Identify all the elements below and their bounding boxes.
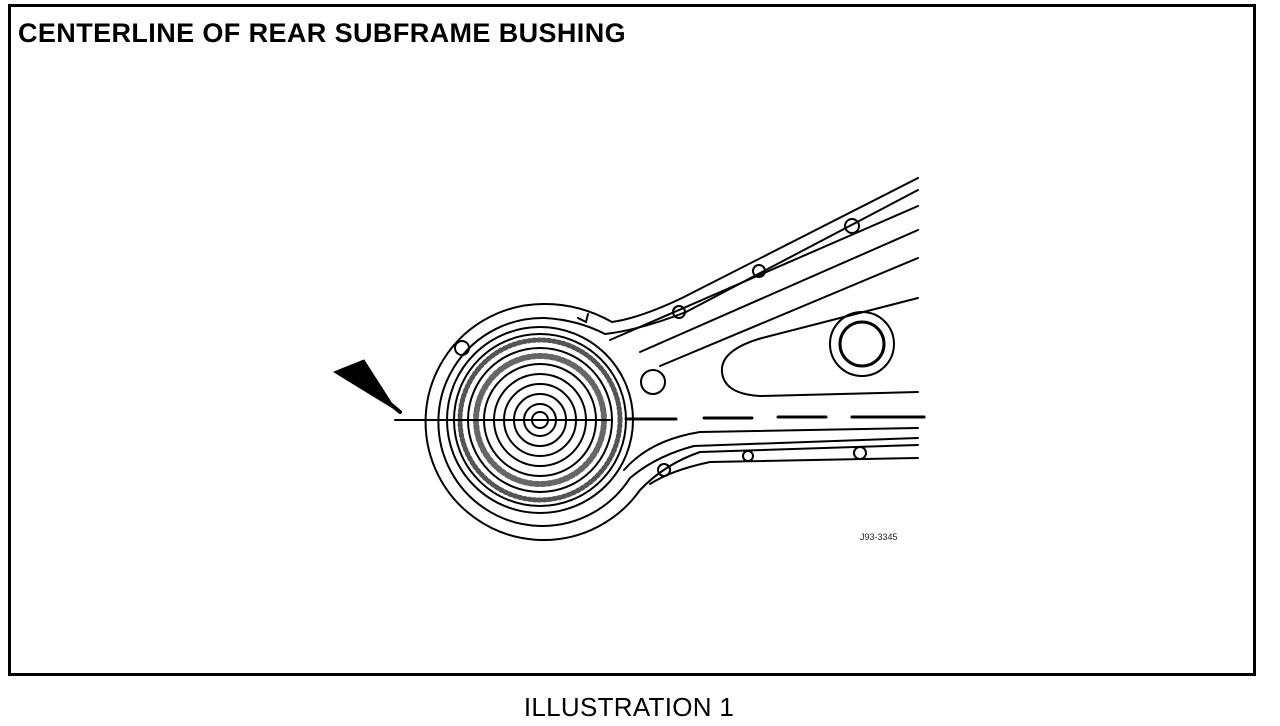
- upper-flange-line-3: [659, 257, 919, 367]
- rivet: [672, 305, 686, 319]
- small-hole: [640, 369, 666, 395]
- large-hole-outer: [829, 311, 895, 377]
- arm-inner-outline: [437, 189, 919, 527]
- rivet: [657, 463, 671, 477]
- figure-code: J93-3345: [860, 532, 898, 542]
- illustration-heading: CENTERLINE OF REAR SUBFRAME BUSHING: [18, 18, 627, 48]
- rivet: [752, 264, 766, 278]
- rivet: [454, 340, 470, 356]
- arm-cutout: [720, 297, 919, 397]
- rivet: [742, 450, 754, 462]
- rivet: [853, 446, 867, 460]
- arm-outer-outline: [424, 177, 919, 541]
- upper-flange-line-2: [639, 229, 919, 353]
- illustration-frame: [8, 4, 1256, 676]
- illustration-caption: ILLUSTRATION 1: [523, 692, 735, 722]
- arrow-pointer-icon: [333, 359, 402, 414]
- tab: [577, 313, 589, 323]
- lower-flange-line-1: [623, 427, 919, 471]
- rivet: [844, 218, 860, 234]
- lower-flange-line-2: [649, 457, 919, 485]
- centerline-dashed: [624, 415, 926, 421]
- large-hole-inner: [838, 320, 886, 368]
